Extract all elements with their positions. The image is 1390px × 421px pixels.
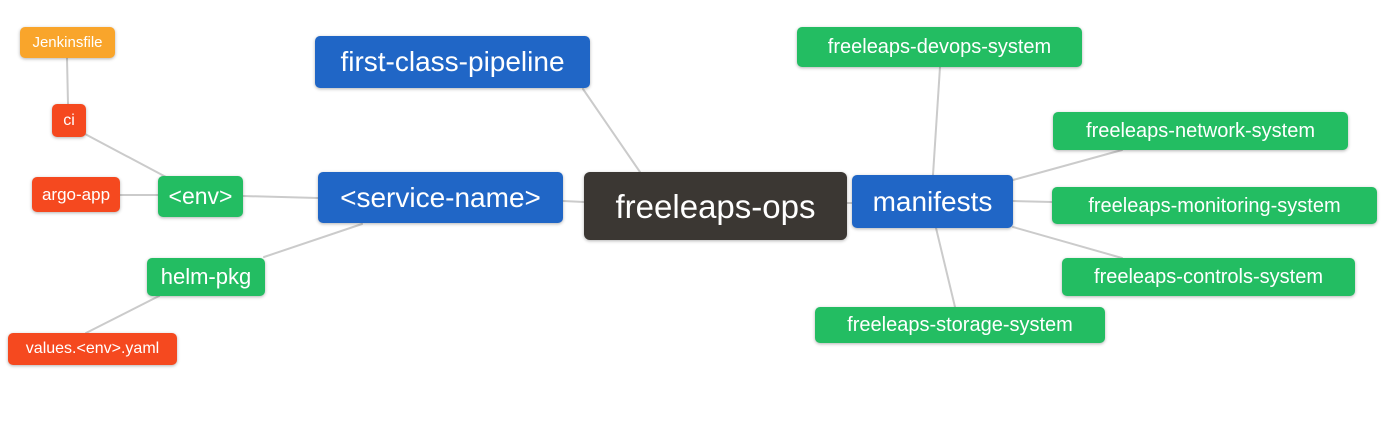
node-env[interactable]: <env> xyxy=(158,176,243,217)
node-helm-pkg[interactable]: helm-pkg xyxy=(147,258,265,296)
edge-jenkinsfile-ci xyxy=(66,57,69,105)
edge-manifests-storage-system xyxy=(935,227,956,308)
node-storage-system[interactable]: freeleaps-storage-system xyxy=(815,307,1105,343)
node-manifests[interactable]: manifests xyxy=(852,175,1013,228)
node-network-system[interactable]: freeleaps-network-system xyxy=(1053,112,1348,150)
node-ci[interactable]: ci xyxy=(52,104,86,137)
edge-ci-env xyxy=(84,133,167,178)
edge-helm-pkg-values-env-yaml xyxy=(85,295,160,334)
node-first-class-pipeline[interactable]: first-class-pipeline xyxy=(315,36,590,88)
node-jenkinsfile[interactable]: Jenkinsfile xyxy=(20,27,115,58)
edge-service-name-freeleaps-ops xyxy=(562,200,585,203)
edge-env-service-name xyxy=(242,195,319,199)
edge-manifests-devops-system xyxy=(932,66,941,176)
node-argo-app[interactable]: argo-app xyxy=(32,177,120,212)
node-devops-system[interactable]: freeleaps-devops-system xyxy=(797,27,1082,67)
edge-first-class-pipeline-freeleaps-ops xyxy=(582,88,641,173)
node-values-env-yaml[interactable]: values.<env>.yaml xyxy=(8,333,177,365)
edge-manifests-controls-system xyxy=(1012,226,1123,259)
node-monitoring-system[interactable]: freeleaps-monitoring-system xyxy=(1052,187,1377,224)
edge-manifests-monitoring-system xyxy=(1012,200,1053,203)
edge-manifests-network-system xyxy=(1012,149,1123,181)
node-freeleaps-ops[interactable]: freeleaps-ops xyxy=(584,172,847,240)
edge-helm-pkg-service-name xyxy=(263,223,363,258)
node-service-name[interactable]: <service-name> xyxy=(318,172,563,223)
node-controls-system[interactable]: freeleaps-controls-system xyxy=(1062,258,1355,296)
